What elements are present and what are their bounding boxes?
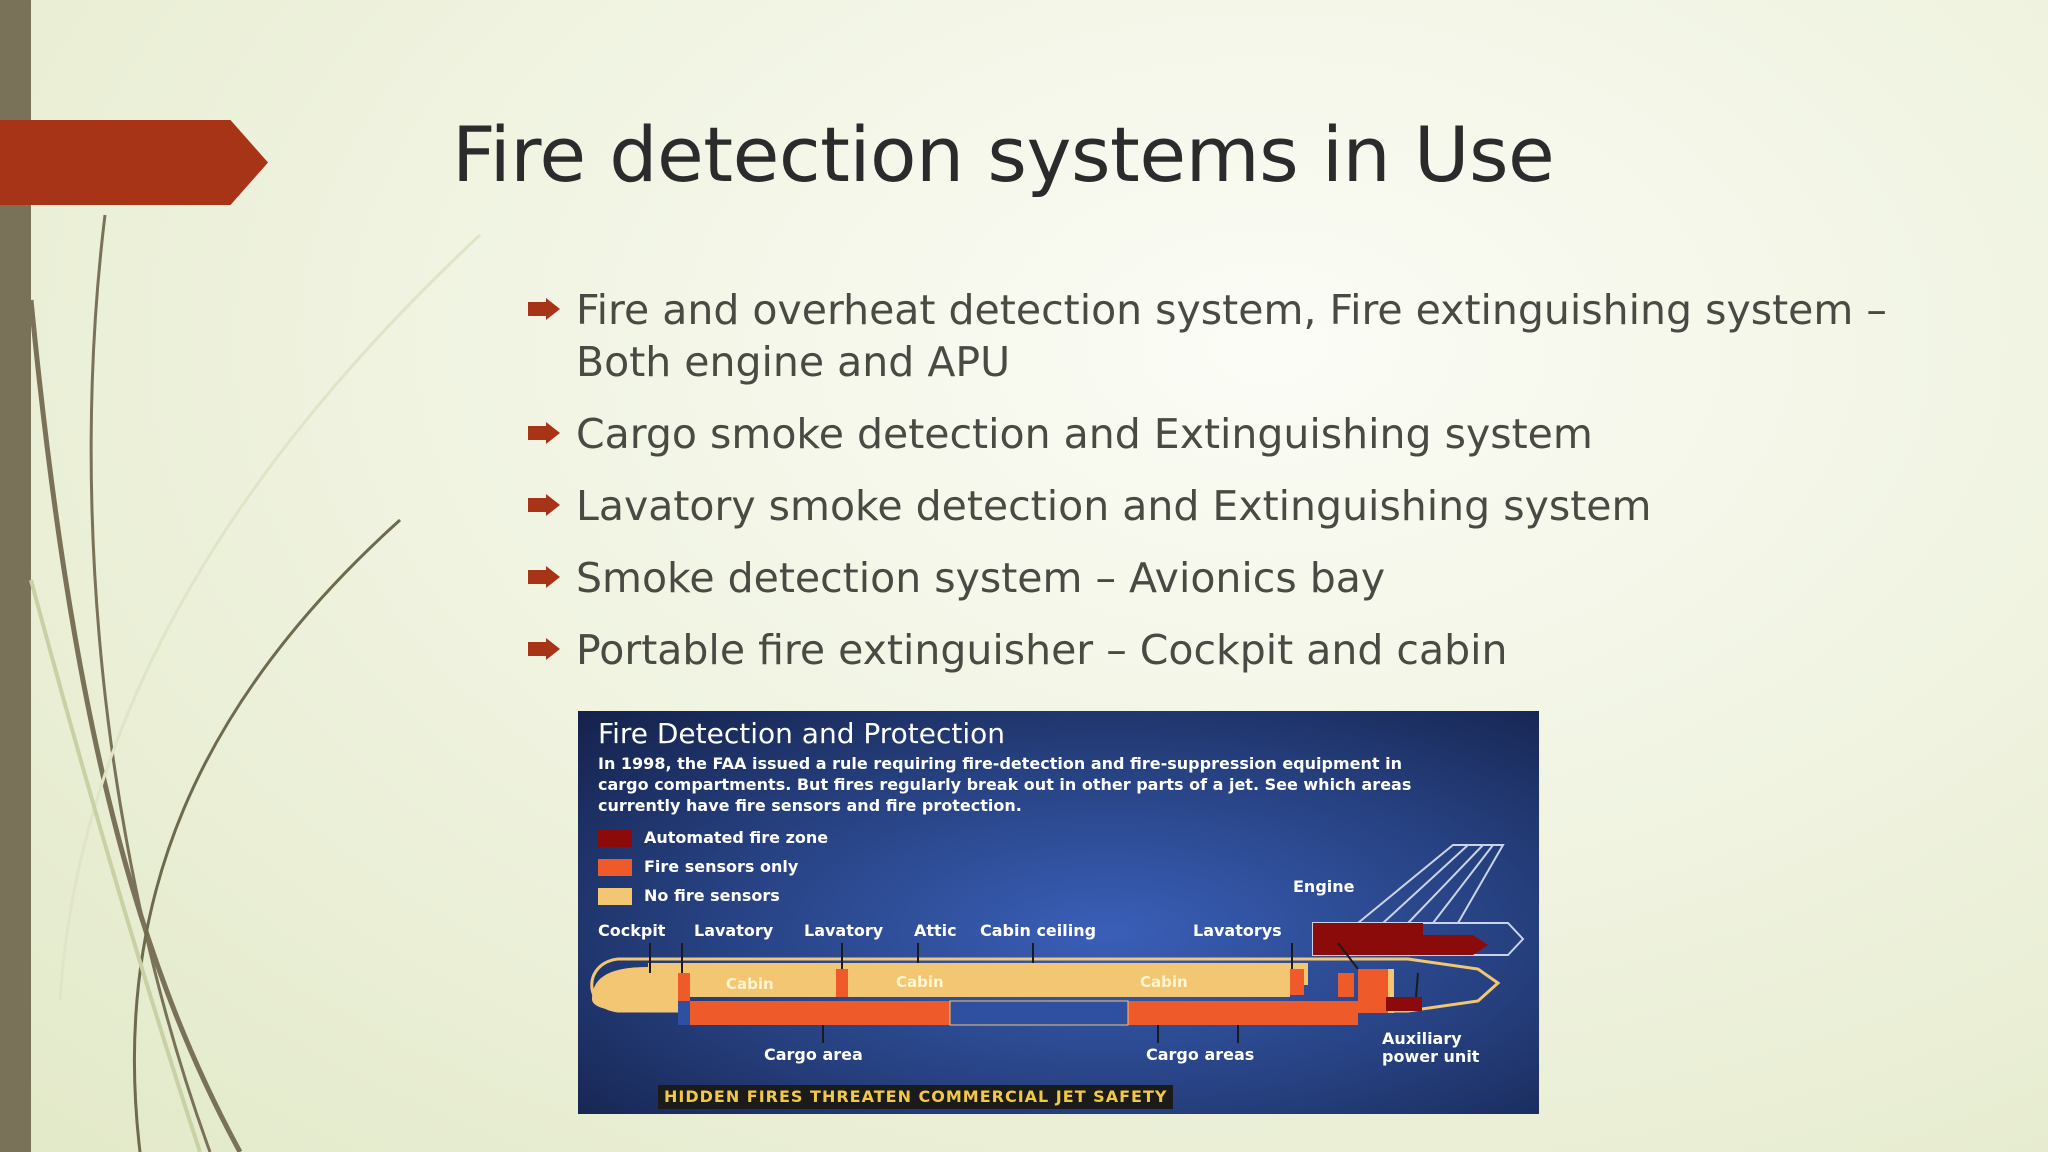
bullet-item: Cargo smoke detection and Extinguishing … xyxy=(528,408,1888,460)
label-apu: power unit xyxy=(1382,1047,1480,1066)
figure-footer: HIDDEN FIRES THREATEN COMMERCIAL JET SAF… xyxy=(658,1085,1174,1109)
label-cabin-ceiling: Cabin ceiling xyxy=(980,921,1097,940)
bullet-text: Smoke detection system – Avionics bay xyxy=(576,554,1386,602)
legend-item: Automated fire zone xyxy=(598,828,828,848)
bullet-item: Fire and overheat detection system, Fire… xyxy=(528,284,1888,388)
bullet-item: Lavatory smoke detection and Extinguishi… xyxy=(528,480,1888,532)
label-lavatory: Lavatory xyxy=(804,921,884,940)
bullet-item: Smoke detection system – Avionics bay xyxy=(528,552,1888,604)
arrow-bullet-icon xyxy=(528,298,560,320)
bullet-text: Cargo smoke detection and Extinguishing … xyxy=(576,410,1593,458)
legend-item: Fire sensors only xyxy=(598,857,798,877)
label-cargo-areas: Cargo areas xyxy=(1146,1045,1255,1064)
legend-label: Fire sensors only xyxy=(644,857,799,876)
slide-title: Fire detection systems in Use xyxy=(452,110,1555,199)
label-lavatory: Lavatory xyxy=(694,921,774,940)
figure-title: Fire Detection and Protection xyxy=(598,717,1006,750)
label-cabin: Cabin xyxy=(726,975,774,993)
bullet-item: Portable fire extinguisher – Cockpit and… xyxy=(528,624,1888,676)
legend-label: Automated fire zone xyxy=(644,828,829,847)
legend-item: No fire sensors xyxy=(598,886,780,906)
label-cargo-area: Cargo area xyxy=(764,1045,863,1064)
arrow-bullet-icon xyxy=(528,422,560,444)
arrow-bullet-icon xyxy=(528,566,560,588)
aircraft-diagram xyxy=(590,844,1525,1043)
bullet-text: Fire and overheat detection system, Fire… xyxy=(576,286,1887,386)
label-cabin: Cabin xyxy=(896,973,944,991)
title-accent-arrow xyxy=(0,120,268,205)
legend-label: No fire sensors xyxy=(644,886,780,905)
bullet-text: Portable fire extinguisher – Cockpit and… xyxy=(576,626,1508,674)
label-lavatorys: Lavatorys xyxy=(1193,921,1282,940)
fire-detection-figure: Fire Detection and Protection In 1998, t… xyxy=(578,711,1539,1114)
arrow-bullet-icon xyxy=(528,494,560,516)
figure-description: In 1998, the FAA issued a rule requiring… xyxy=(598,754,1412,815)
legend-swatch xyxy=(598,830,632,847)
label-engine: Engine xyxy=(1293,877,1355,896)
legend-swatch xyxy=(598,859,632,876)
label-attic: Attic xyxy=(914,921,957,940)
bullet-text: Lavatory smoke detection and Extinguishi… xyxy=(576,482,1652,530)
label-cockpit: Cockpit xyxy=(598,921,666,940)
arrow-bullet-icon xyxy=(528,638,560,660)
legend-swatch xyxy=(598,888,632,905)
label-apu: Auxiliary xyxy=(1382,1029,1462,1048)
label-cabin: Cabin xyxy=(1140,973,1188,991)
bullet-list: Fire and overheat detection system, Fire… xyxy=(528,284,1888,696)
